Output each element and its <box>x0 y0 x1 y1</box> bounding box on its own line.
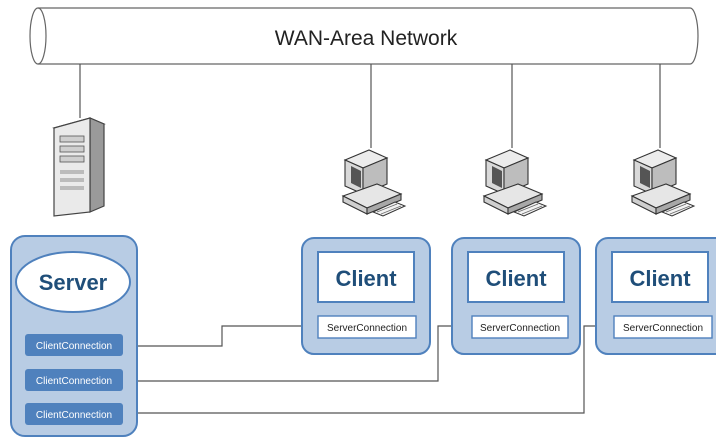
wan-drop-lines <box>79 64 661 148</box>
client-1-server-connection-label: ServerConnection <box>327 323 407 334</box>
server-title-ellipse <box>15 251 131 313</box>
server-title: Server <box>39 270 108 295</box>
desktop-computer-icon <box>631 149 695 217</box>
client-2-title: Client <box>485 266 547 291</box>
desktop-computer-icon <box>483 149 547 217</box>
client-1-title-box <box>317 251 415 303</box>
wan-network-pipe: WAN-Area Network <box>29 7 699 65</box>
client-3-server-connection <box>613 315 713 339</box>
client-2-title-box <box>467 251 565 303</box>
client-connection-3 <box>25 403 123 425</box>
client-box-2: Client ServerConnection <box>451 237 581 355</box>
client-connection-1 <box>25 334 123 356</box>
client-2-server-connection-label: ServerConnection <box>480 323 560 334</box>
server-box: Server ClientConnection ClientConnection… <box>10 235 138 437</box>
client-connection-3-label: ClientConnection <box>36 410 112 421</box>
client-1-title: Client <box>335 266 397 291</box>
connection-line-1 <box>138 325 318 347</box>
client-3-title-box <box>611 251 709 303</box>
client-connection-2-label: ClientConnection <box>36 376 112 387</box>
client-connection-2 <box>25 369 123 391</box>
client-2-server-connection <box>471 315 569 339</box>
client-3-title: Client <box>629 266 691 291</box>
client-3-server-connection-label: ServerConnection <box>623 323 703 334</box>
server-tower-icon <box>52 117 106 217</box>
desktop-computer-icon <box>342 149 406 217</box>
client-box-3: Client ServerConnection <box>595 237 716 355</box>
client-connection-1-label: ClientConnection <box>36 341 112 352</box>
client-box-1: Client ServerConnection <box>301 237 431 355</box>
wan-network-label: WAN-Area Network <box>275 27 458 50</box>
client-1-server-connection <box>317 315 417 339</box>
